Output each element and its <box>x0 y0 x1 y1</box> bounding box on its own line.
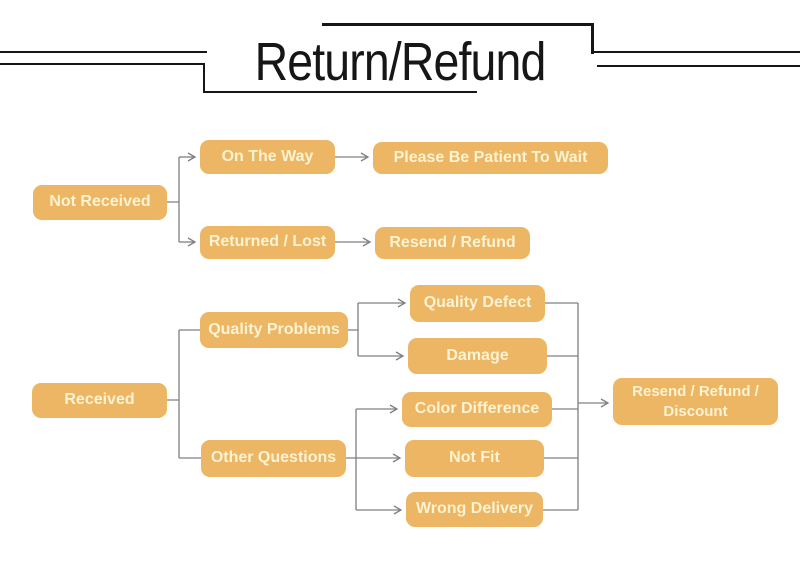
node-other-questions: Other Questions <box>201 440 346 477</box>
edges-not-received <box>167 152 372 247</box>
deco-line-left-upper <box>0 51 207 53</box>
node-not-received: Not Received <box>33 185 167 220</box>
edges-received <box>167 298 407 515</box>
deco-line-left-lower <box>0 63 205 65</box>
node-wrong-delivery: Wrong Delivery <box>406 492 543 527</box>
deco-line-right-vertical <box>591 23 594 54</box>
deco-line-right-upper <box>591 51 800 53</box>
deco-line-bottom <box>203 91 477 93</box>
node-please-be-patient: Please Be Patient To Wait <box>373 142 608 174</box>
page-title: Return/Refund <box>254 32 547 92</box>
node-quality-problems: Quality Problems <box>200 312 348 348</box>
node-quality-defect: Quality Defect <box>410 285 545 322</box>
node-received: Received <box>32 383 167 418</box>
node-color-difference: Color Difference <box>402 392 552 427</box>
node-returned-lost: Returned / Lost <box>200 226 335 259</box>
node-not-fit: Not Fit <box>405 440 544 477</box>
deco-line-top <box>322 23 594 26</box>
node-resend-refund-discount: Resend / Refund / Discount <box>613 378 778 425</box>
node-resend-refund: Resend / Refund <box>375 227 530 259</box>
edges-merge <box>543 302 610 511</box>
node-damage: Damage <box>408 338 547 374</box>
deco-line-right-lower <box>597 65 800 67</box>
node-on-the-way: On The Way <box>200 140 335 174</box>
deco-line-left-vertical <box>203 63 205 93</box>
